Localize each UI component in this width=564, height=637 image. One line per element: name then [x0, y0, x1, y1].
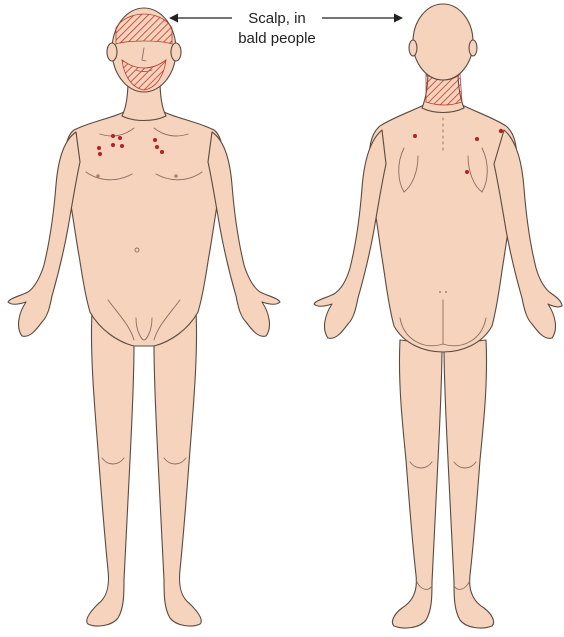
- lesion-dot: [155, 145, 159, 149]
- back-right-ear: [469, 40, 477, 56]
- back-dimple: [445, 291, 447, 293]
- scalp-annotation: Scalp, in bald people: [170, 10, 402, 47]
- front-left-leg: [87, 312, 134, 626]
- front-right-ear: [171, 43, 181, 61]
- lesion-dot: [499, 129, 503, 133]
- back-left-leg: [392, 340, 442, 628]
- lesion-dot: [475, 137, 479, 141]
- back-right-leg: [444, 340, 494, 628]
- front-right-nipple: [174, 174, 178, 178]
- back-left-ear: [409, 40, 417, 56]
- annotation-line-2: bald people: [238, 30, 316, 47]
- front-torso: [65, 112, 222, 346]
- front-right-leg: [154, 312, 201, 626]
- front-left-nipple: [96, 174, 100, 178]
- front-left-arm: [8, 132, 80, 336]
- front-figure: [8, 8, 280, 626]
- lesion-dot: [111, 134, 115, 138]
- lesion-dot: [98, 152, 102, 156]
- back-left-arm: [314, 130, 386, 338]
- lesion-dot: [97, 146, 101, 150]
- back-figure: [314, 4, 562, 628]
- annotation-line-1: Scalp, in: [248, 10, 306, 27]
- lesion-dot: [413, 134, 417, 138]
- lesion-dot: [153, 138, 157, 142]
- lesion-dot: [465, 170, 469, 174]
- lesion-dot: [160, 150, 164, 154]
- back-dimple: [439, 291, 441, 293]
- front-right-arm: [208, 132, 280, 336]
- lesion-dot: [111, 143, 115, 147]
- back-head: [413, 4, 473, 80]
- lesion-dot: [118, 136, 122, 140]
- lesion-dot: [120, 144, 124, 148]
- front-left-ear: [107, 43, 117, 61]
